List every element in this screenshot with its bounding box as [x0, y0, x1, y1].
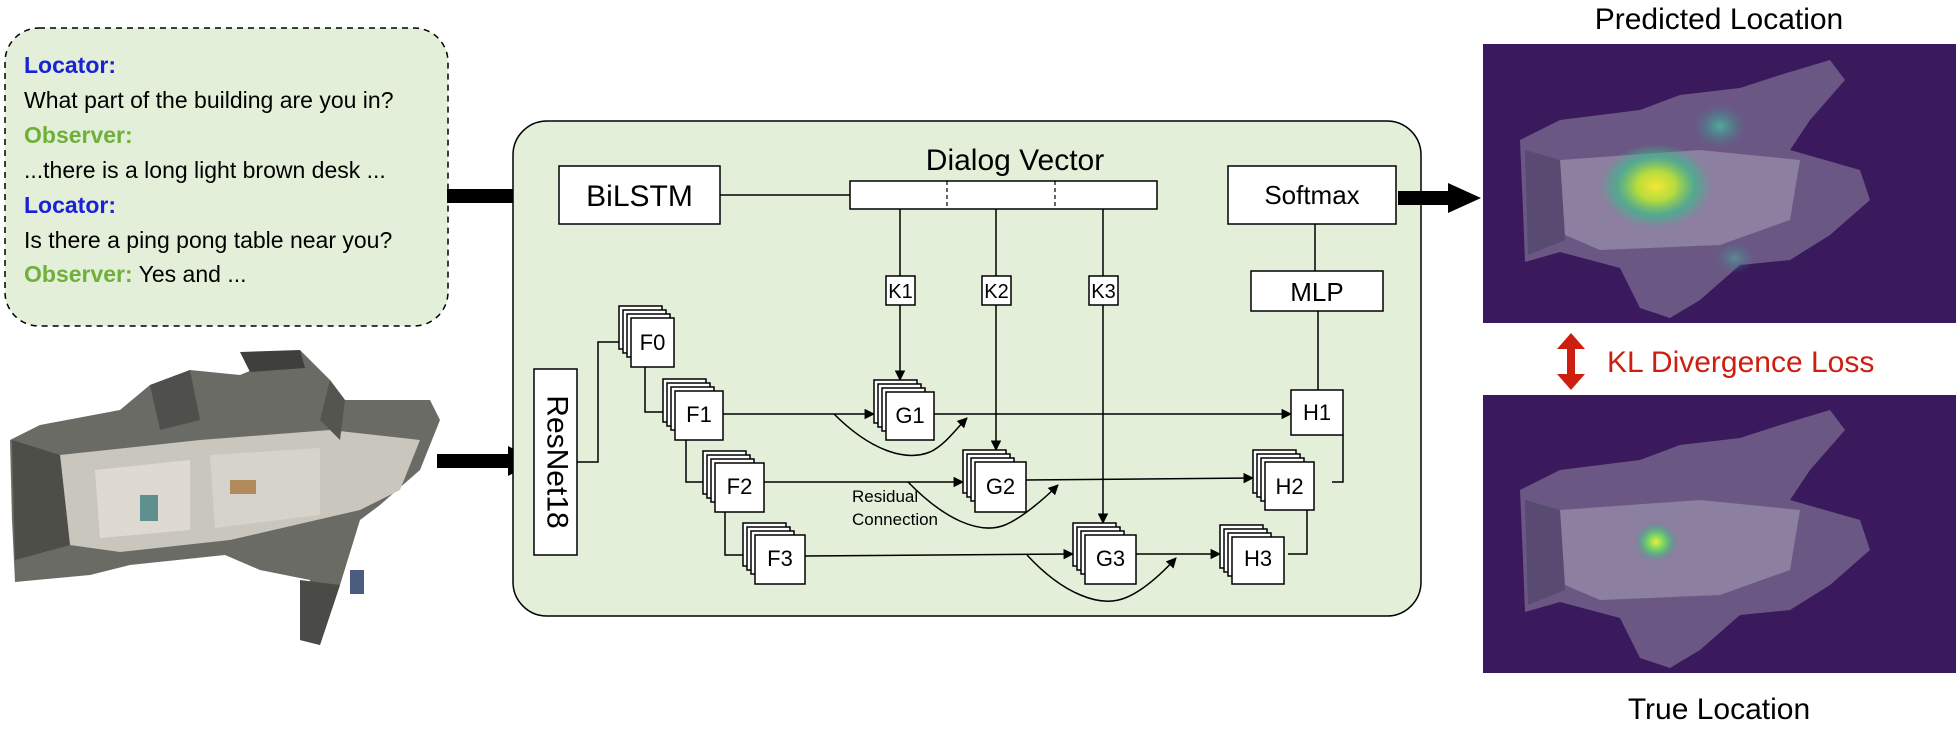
dialog-box: Locator: What part of the building are y… — [4, 27, 449, 327]
dialog-vector: Dialog Vector — [849, 144, 1158, 210]
dialog-speaker-observer-2: Observer: — [24, 261, 133, 287]
key-k1: K1 — [888, 281, 912, 303]
f3-stack: F3 — [742, 522, 806, 585]
f0-label: F0 — [640, 330, 666, 355]
dialog-utterance-3: Is there a ping pong table near you? — [24, 227, 392, 253]
g1-label: G1 — [895, 403, 924, 428]
mlp-block: MLP — [1250, 270, 1384, 312]
true-location-title: True Location — [1628, 693, 1810, 726]
mlp-label: MLP — [1290, 277, 1343, 307]
residual-curves: Residual Connection — [833, 413, 1177, 602]
kl-loss-label: KL Divergence Loss — [1607, 346, 1874, 379]
true-heatmap — [1483, 395, 1956, 673]
output-arrow — [1398, 183, 1481, 213]
resnet-label: ResNet18 — [541, 395, 574, 528]
dialog-speaker-locator-1: Locator: — [24, 52, 116, 78]
kl-arrow-up-icon — [1557, 333, 1585, 349]
f2-stack: F2 — [702, 450, 765, 513]
dialog-utterance-2: ...there is a long light brown desk ... — [24, 157, 386, 183]
residual-label-line2: Connection — [852, 510, 938, 529]
dialog-last-line: Observer: Yes and ... — [24, 261, 247, 287]
bilstm-label: BiLSTM — [586, 180, 693, 213]
dialog-speaker-observer-1: Observer: — [24, 122, 133, 148]
h1-label: H1 — [1303, 400, 1331, 425]
dialog-speaker-locator-2: Locator: — [24, 192, 116, 218]
f3-label: F3 — [767, 546, 793, 571]
dialog-vector-label: Dialog Vector — [926, 144, 1104, 177]
g3-label: G3 — [1096, 546, 1125, 571]
key-k3: K3 — [1091, 281, 1115, 303]
h3-stack: H3 — [1219, 524, 1285, 585]
key-k2: K2 — [984, 281, 1008, 303]
h2-stack: H2 — [1252, 449, 1315, 511]
h3-label: H3 — [1244, 546, 1272, 571]
f0-stack: F0 — [618, 305, 675, 368]
keys: K1 K2 K3 — [885, 209, 1119, 525]
f2-label: F2 — [727, 474, 753, 499]
g2-label: G2 — [986, 474, 1015, 499]
dialog-utterance-4: Yes and ... — [133, 261, 247, 287]
kl-arrow-down-icon — [1557, 374, 1585, 390]
resnet-to-f0-line — [577, 341, 619, 463]
g1-stack: G1 — [873, 379, 935, 441]
f1-label: F1 — [686, 402, 712, 427]
softmax-label: Softmax — [1264, 180, 1359, 210]
f-chain-lines — [644, 367, 743, 556]
residual-label-line1: Residual — [852, 487, 918, 506]
building-map-image — [10, 350, 440, 645]
f1-stack: F1 — [662, 378, 724, 441]
bilstm-block: BiLSTM — [558, 165, 721, 225]
g2-stack: G2 — [962, 449, 1027, 513]
predicted-location-title: Predicted Location — [1595, 3, 1844, 36]
predicted-heatmap — [1483, 44, 1956, 323]
h1-block: H1 — [1290, 389, 1344, 436]
kl-loss: KL Divergence Loss — [1557, 333, 1874, 390]
flow-arrows — [723, 408, 1293, 560]
g3-stack: G3 — [1072, 522, 1137, 585]
resnet-block: ResNet18 — [533, 368, 578, 556]
h-chain-lines — [1288, 435, 1344, 555]
dialog-utterance-1: What part of the building are you in? — [24, 87, 394, 113]
softmax-block: Softmax — [1227, 165, 1397, 225]
h2-label: H2 — [1275, 474, 1303, 499]
